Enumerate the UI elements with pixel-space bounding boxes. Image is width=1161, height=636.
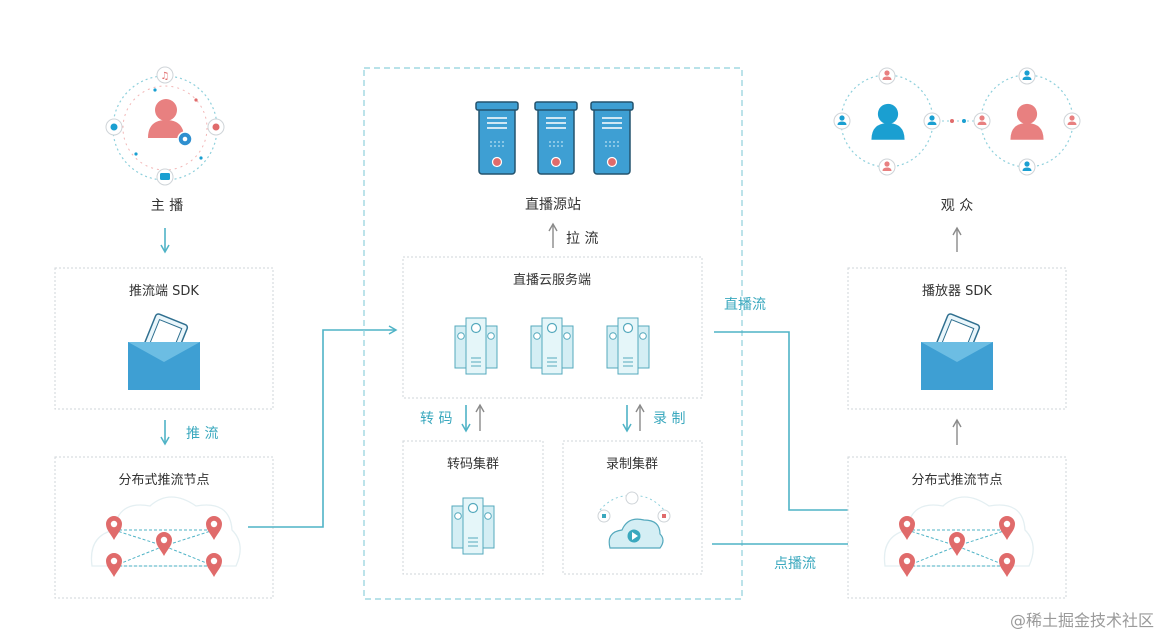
dist-node-right-box [847,456,1067,599]
arrow-node-to-cloud [248,325,398,528]
dist-node-right-icon [883,496,1034,577]
dist-node-left-box [54,456,274,599]
push-sdk-title: 推流端 SDK [129,284,199,299]
transcode-server-icon [451,497,495,555]
live-stream-label: 直播流 [724,296,766,313]
svg-text:♫: ♫ [161,71,170,82]
player-sdk-icon [921,313,993,390]
player-sdk-title: 播放器 SDK [922,284,992,299]
record-cloud-icon [597,491,671,549]
watermark: @稀土掘金技术社区 [1010,611,1154,630]
record-label: 录 制 [653,411,685,427]
dist-node-left-icon [90,496,241,577]
transcode-cluster-title: 转码集群 [447,456,499,472]
push-sdk-icon [128,313,200,390]
dist-node-right-title: 分布式推流节点 [911,473,1002,488]
audience-label: 观 众 [941,198,973,214]
arrow-live-stream [714,331,877,515]
vod-label: 点播流 [774,556,816,572]
anchor-orbit-icon: ♫ [105,66,225,186]
origin-label: 直播源站 [525,196,581,213]
anchor-label: 主 播 [151,198,183,214]
dist-node-left-title: 分布式推流节点 [118,473,209,488]
push-label: 推 流 [186,426,218,442]
cloud-servers-icon [454,317,650,375]
record-cluster-box [562,440,703,575]
cloud-platform-container [363,67,743,600]
record-cluster-title: 录制集群 [606,456,658,472]
transcode-label: 转 码 [420,411,452,427]
pull-label: 拉 流 [566,231,598,247]
audience-icon [833,67,1081,176]
cloud-service-title: 直播云服务端 [513,272,591,288]
origin-servers-icon [475,101,634,175]
